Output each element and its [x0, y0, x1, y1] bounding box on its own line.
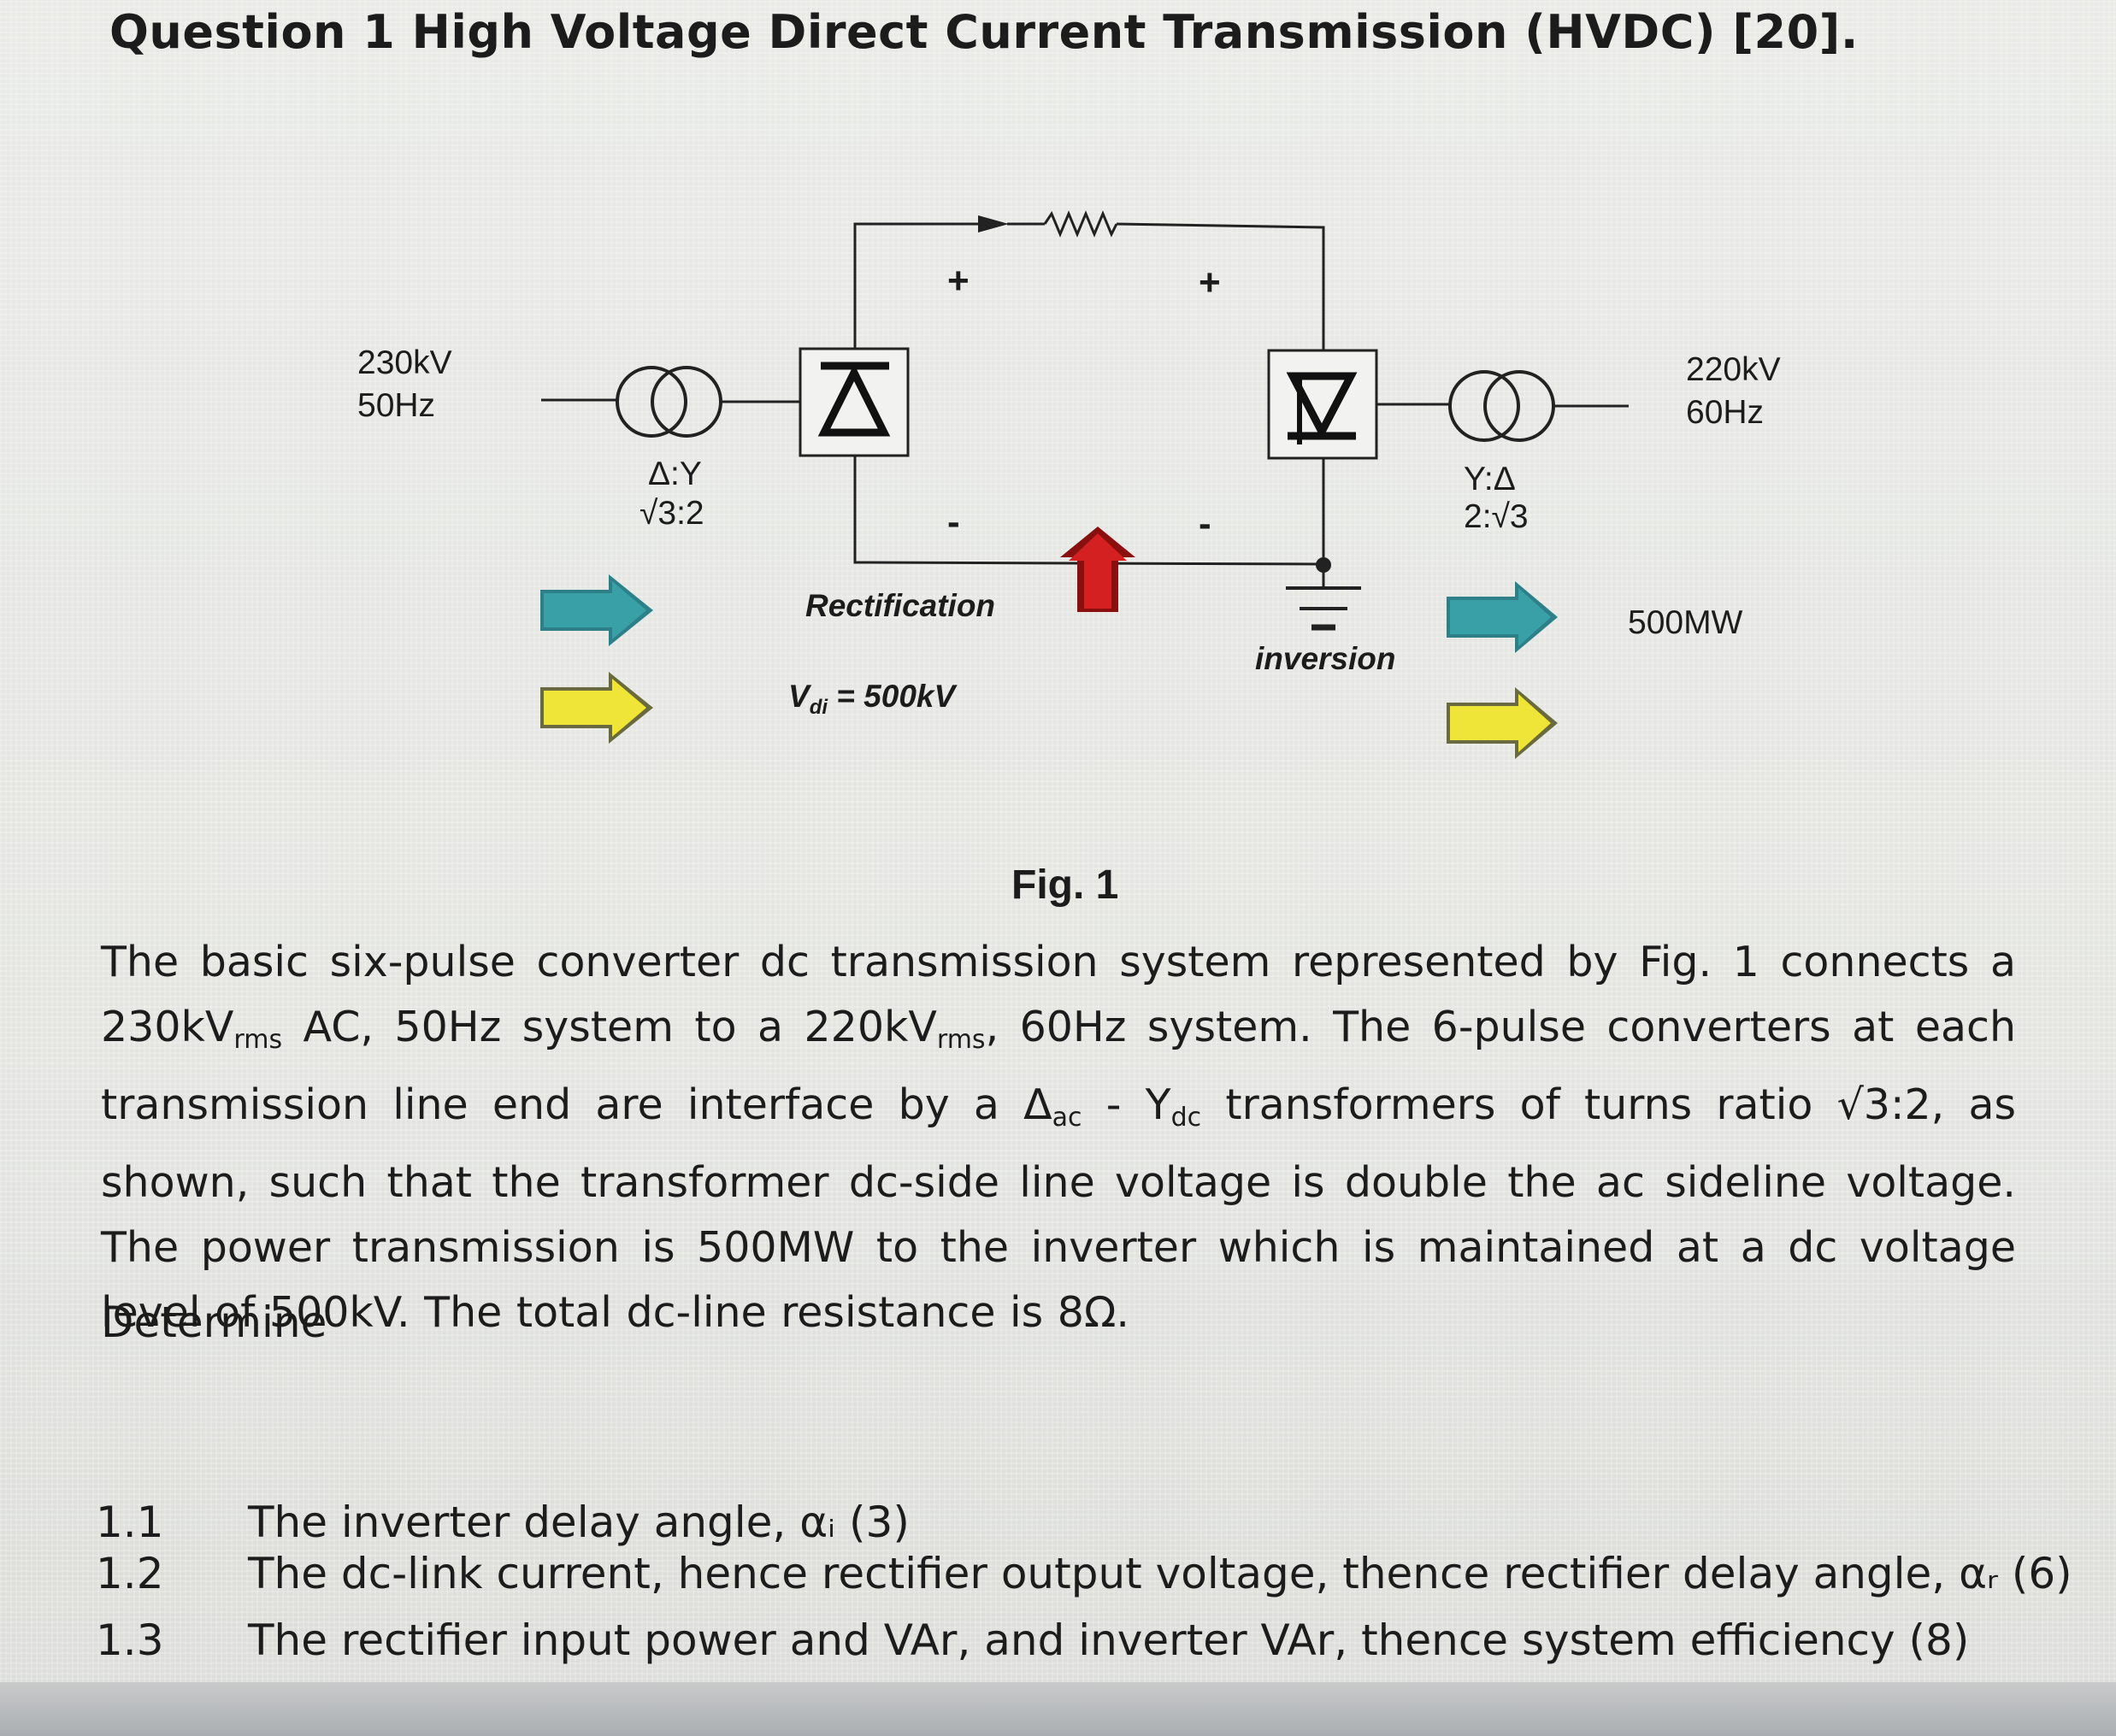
rectifier-minus-sign: - — [947, 501, 960, 543]
paragraph-text-4: - Y — [1082, 1080, 1171, 1129]
determine-label: Determine — [101, 1298, 327, 1347]
question-text: The inverter delay angle, αᵢ (3) — [248, 1498, 910, 1547]
power-label: 500MW — [1628, 604, 1743, 641]
question-item: 1.2 The dc-link current, hence rectifier … — [96, 1549, 2072, 1598]
question-item: 1.3 The rectifier input power and VAr, an… — [96, 1615, 1969, 1665]
question-number: 1.2 — [96, 1549, 164, 1598]
rectifier-plus-sign: + — [947, 260, 970, 302]
right-transformer-symbol — [1448, 370, 1555, 442]
left-frequency-label: 50Hz — [357, 387, 436, 424]
dc-line-resistor — [1043, 210, 1118, 238]
ground-symbol — [1286, 557, 1361, 631]
figure-caption: Fig. 1 — [1011, 862, 1119, 908]
teal-arrow-right — [1447, 581, 1558, 653]
right-transformer-ratio-label: 2:√3 — [1464, 498, 1529, 535]
yellow-arrow-right — [1447, 687, 1558, 759]
question-number: 1.3 — [96, 1615, 164, 1665]
question-heading: Question 1 High Voltage Direct Current T… — [109, 5, 1859, 59]
problem-paragraph: The basic six-pulse converter dc transmi… — [101, 930, 2016, 1345]
yellow-arrow-left — [540, 672, 653, 744]
vdi-label: Vdi = 500kV — [788, 679, 955, 720]
rms-subscript-1: rms — [233, 1025, 283, 1055]
hvdc-diagram — [540, 210, 1629, 759]
right-voltage-label: 220kV — [1686, 351, 1781, 388]
left-transformer-ratio-label: √3:2 — [640, 495, 704, 532]
red-up-arrow — [1060, 527, 1135, 612]
question-text: The rectifier input power and VAr, and i… — [248, 1615, 1970, 1665]
inverter-minus-sign: - — [1199, 503, 1211, 544]
rectification-label: Rectification — [805, 588, 996, 623]
ac-subscript: ac — [1052, 1103, 1082, 1133]
left-transformer-symbol — [616, 366, 722, 438]
paragraph-text-1: The basic six-pulse converter dc transmi… — [101, 938, 2016, 1051]
question-text: The dc-link current, hence rectifier out… — [248, 1549, 2072, 1598]
rms-subscript-2: rms — [936, 1025, 986, 1055]
inverter-symbol — [1267, 349, 1378, 460]
inverter-plus-sign: + — [1199, 262, 1221, 303]
screen-bottom-edge — [0, 1682, 2116, 1736]
paragraph-text-3: , 60Hz system. The 6-pulse converters at… — [101, 1003, 2017, 1129]
paragraph-text-5: transformers of turns ratio √3:2, as sho… — [101, 1080, 2016, 1337]
vdi-value: = 500kV — [828, 679, 956, 714]
vdi-symbol: V — [788, 679, 810, 714]
question-item: 1.1 The inverter delay angle, αᵢ (3) — [96, 1498, 910, 1547]
current-arrow — [978, 215, 1009, 232]
question-number: 1.1 — [96, 1498, 164, 1547]
right-frequency-label: 60Hz — [1686, 394, 1765, 431]
inversion-label: inversion — [1255, 641, 1396, 676]
left-voltage-label: 230kV — [357, 344, 452, 381]
right-transformer-type-label: Y:Δ — [1464, 461, 1516, 497]
rectifier-symbol — [799, 347, 910, 457]
dc-subscript: dc — [1170, 1103, 1202, 1133]
left-transformer-type-label: Δ:Y — [648, 456, 702, 492]
teal-arrow-left — [540, 574, 653, 646]
vdi-subscript: di — [809, 696, 828, 719]
paragraph-text-2: AC, 50Hz system to a 220kV — [282, 1003, 937, 1051]
dc-line-positive — [853, 222, 981, 349]
